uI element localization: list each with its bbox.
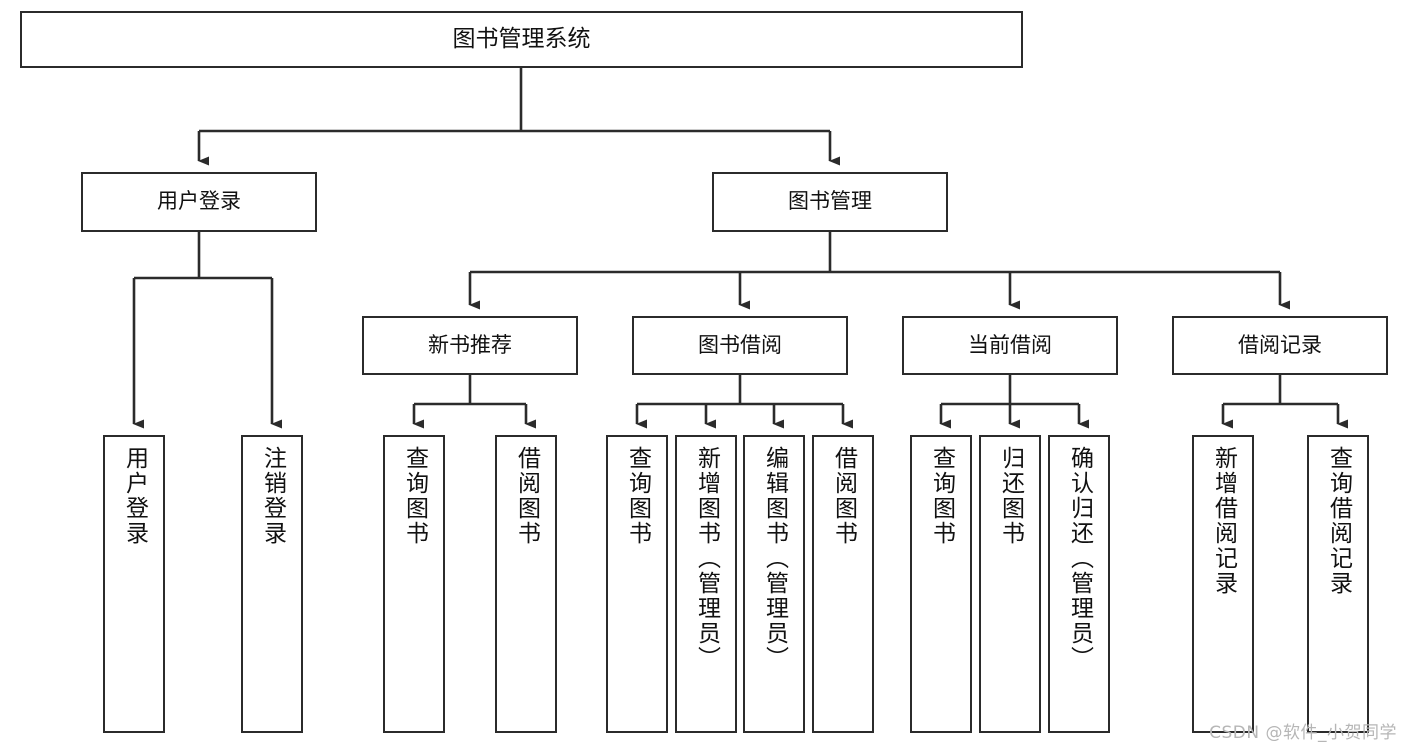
leaf-label: 借阅图书 (513, 446, 540, 546)
node-root-label: 图书管理系统 (452, 25, 591, 52)
leaf-return-book[interactable]: 归还图书 (979, 435, 1041, 733)
node-borrow-record[interactable]: 借阅记录 (1172, 316, 1388, 375)
leaf-label: 查询图书 (401, 446, 428, 546)
node-user-login-label: 用户登录 (157, 189, 241, 214)
leaf-label: 新增图书（管理员） (693, 446, 720, 671)
leaf-user-login[interactable]: 用户登录 (103, 435, 165, 733)
node-book-management-label: 图书管理 (788, 189, 872, 214)
leaf-edit-book-admin[interactable]: 编辑图书（管理员） (743, 435, 805, 733)
leaf-label: 查询图书 (624, 446, 651, 546)
node-current-borrow[interactable]: 当前借阅 (902, 316, 1118, 375)
leaf-query-borrow-record[interactable]: 查询借阅记录 (1307, 435, 1369, 733)
node-user-login[interactable]: 用户登录 (81, 172, 317, 232)
leaf-add-borrow-record[interactable]: 新增借阅记录 (1192, 435, 1254, 733)
node-book-management[interactable]: 图书管理 (712, 172, 948, 232)
leaf-label: 新增借阅记录 (1210, 446, 1237, 596)
leaf-label: 借阅图书 (830, 446, 857, 546)
leaf-logout[interactable]: 注销登录 (241, 435, 303, 733)
leaf-label: 注销登录 (259, 446, 286, 546)
leaf-label: 查询图书 (928, 446, 955, 546)
leaf-label: 确认归还（管理员） (1066, 446, 1093, 671)
leaf-query-book-recommend[interactable]: 查询图书 (383, 435, 445, 733)
leaf-label: 归还图书 (997, 446, 1024, 546)
leaf-borrow-book[interactable]: 借阅图书 (812, 435, 874, 733)
node-new-book-recommend-label: 新书推荐 (428, 332, 512, 357)
leaf-label: 编辑图书（管理员） (761, 446, 788, 671)
leaf-label: 用户登录 (121, 446, 148, 546)
node-current-borrow-label: 当前借阅 (968, 332, 1052, 357)
leaf-add-book-admin[interactable]: 新增图书（管理员） (675, 435, 737, 733)
leaf-query-book-current[interactable]: 查询图书 (910, 435, 972, 733)
leaf-confirm-return-admin[interactable]: 确认归还（管理员） (1048, 435, 1110, 733)
node-borrow-record-label: 借阅记录 (1238, 332, 1322, 357)
node-new-book-recommend[interactable]: 新书推荐 (362, 316, 578, 375)
csdn-watermark: CSDN @软件_小贺同学 (1209, 723, 1397, 743)
node-book-borrow-label: 图书借阅 (698, 332, 782, 357)
leaf-query-book-borrow[interactable]: 查询图书 (606, 435, 668, 733)
node-book-borrow[interactable]: 图书借阅 (632, 316, 848, 375)
leaf-borrow-book-recommend[interactable]: 借阅图书 (495, 435, 557, 733)
node-root[interactable]: 图书管理系统 (20, 11, 1023, 68)
leaf-label: 查询借阅记录 (1325, 446, 1352, 596)
